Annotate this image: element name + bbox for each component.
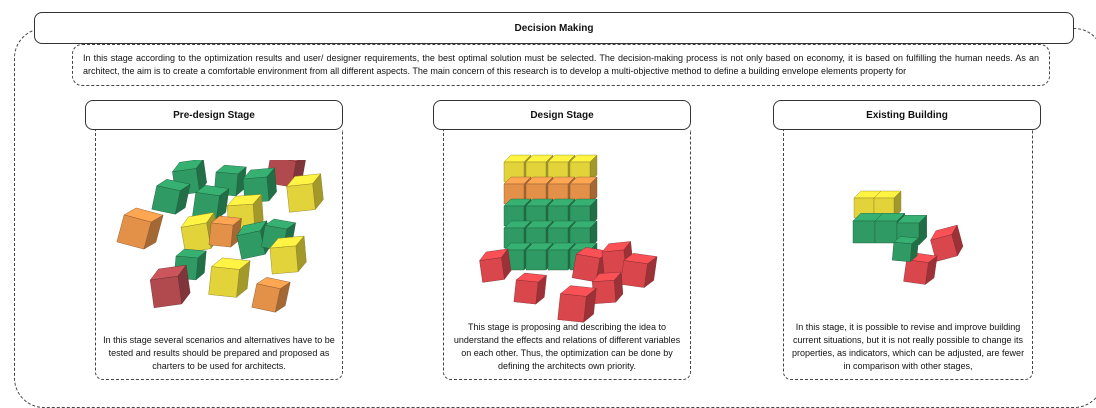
cube-icon (208, 257, 251, 298)
cube-icon (213, 164, 247, 197)
cube-stack-illustration (479, 154, 658, 323)
cube-icon (892, 236, 920, 263)
cube-icon (251, 277, 291, 313)
page-title: Decision Making (34, 12, 1074, 44)
intro-text: In this stage according to the optimizat… (72, 44, 1050, 86)
stage-panel-pre-design: In this stage several scenarios and alte… (95, 130, 343, 380)
cube-icon (269, 235, 307, 275)
cube-icon (479, 248, 512, 283)
cube-icon (236, 220, 272, 260)
cube-icon (286, 173, 324, 213)
small-cube-group-illustration (852, 190, 964, 285)
stage-description-existing-building: In this stage, it is possible to revise … (791, 322, 1025, 371)
stage-description-design: This stage is proposing and describing t… (453, 322, 681, 371)
stage-panel-existing-building: In this stage, it is possible to revise … (783, 130, 1033, 380)
stage-title-existing-building: Existing Building (773, 100, 1041, 130)
cube-icon (557, 285, 597, 323)
cube-icon (208, 215, 243, 248)
stage-panel-design: This stage is proposing and describing t… (443, 130, 691, 380)
stage-title-design: Design Stage (433, 100, 691, 130)
cube-icon (513, 272, 548, 305)
cube-icon (930, 224, 964, 262)
stage-description-pre-design: In this stage several scenarios and alte… (103, 335, 335, 371)
cube-icon (116, 207, 164, 250)
cube-icon (591, 271, 624, 304)
cube-icon (620, 253, 658, 289)
cube-icon (151, 179, 191, 215)
scattered-cubes-illustration (116, 160, 324, 313)
stage-title-pre-design: Pre-design Stage (85, 100, 343, 130)
cube-icon (149, 264, 191, 309)
